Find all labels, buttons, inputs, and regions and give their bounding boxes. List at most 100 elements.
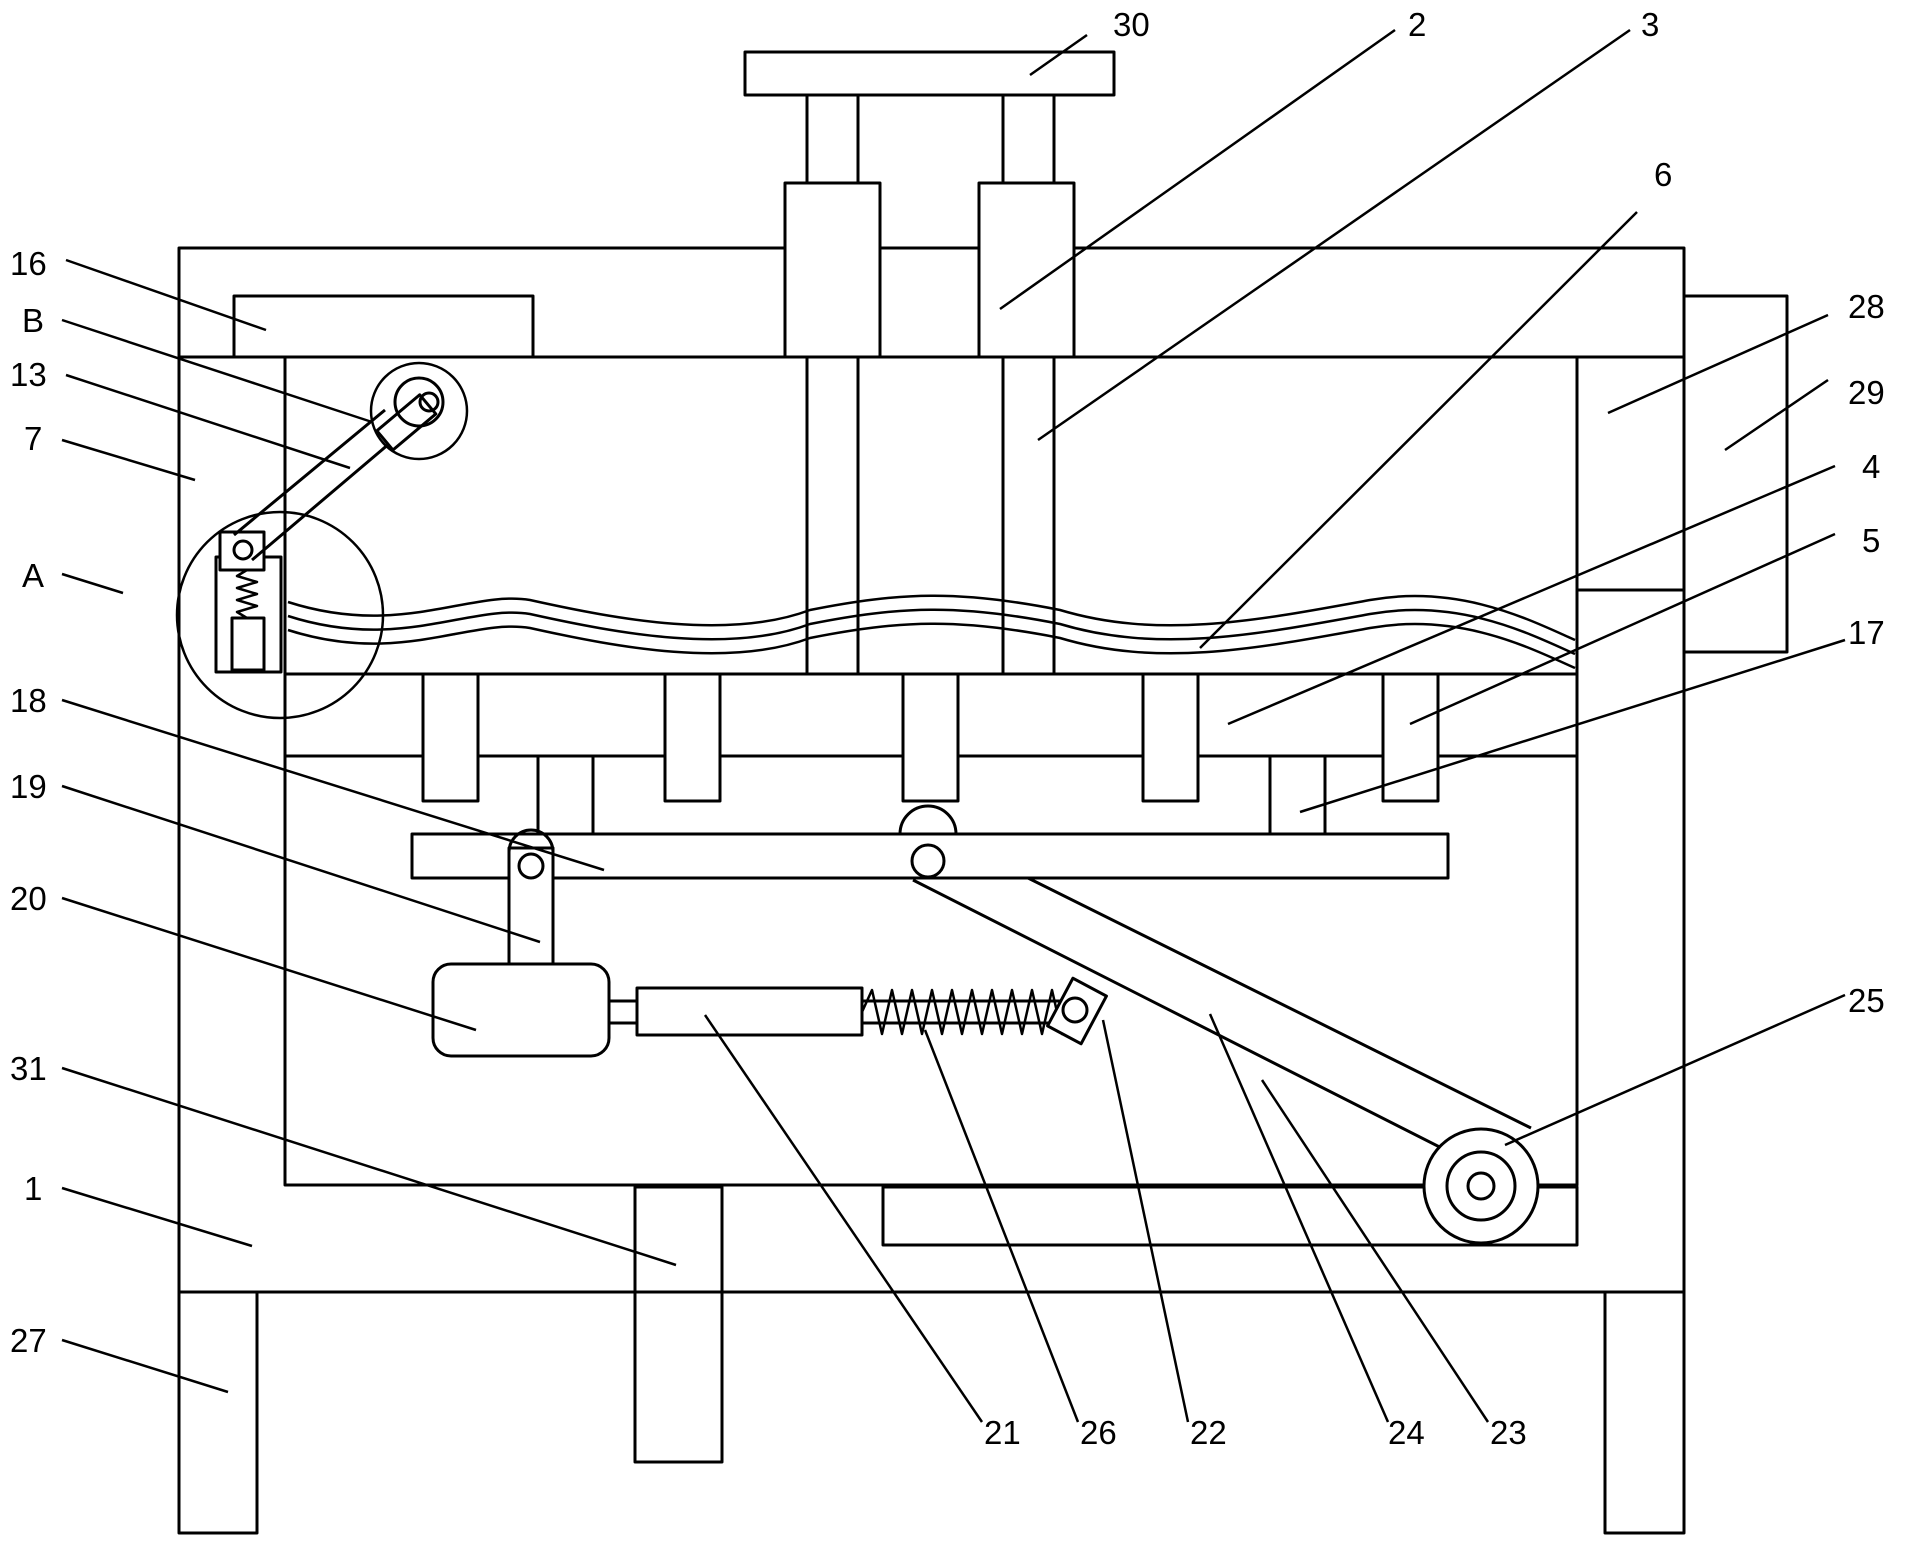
leader-23 <box>1260 1079 1490 1423</box>
roller-b-outer <box>393 376 445 428</box>
leader-3 <box>1037 28 1631 442</box>
wave-line-1 <box>287 594 1576 642</box>
callout-30: 30 <box>1113 6 1150 43</box>
press-assembly <box>743 50 1116 676</box>
leader-25 <box>1504 993 1846 1147</box>
lower-rod-left <box>805 355 860 676</box>
hinge-22 <box>1046 976 1108 1046</box>
leader-24 <box>1208 1013 1390 1423</box>
leader-17 <box>1299 638 1846 814</box>
machine-drawing <box>61 28 1846 1535</box>
callout-16: 16 <box>10 245 47 282</box>
legs <box>177 1185 1686 1535</box>
callout-29: 29 <box>1848 374 1885 411</box>
leader-16 <box>65 258 267 332</box>
callout-22: 22 <box>1190 1414 1227 1451</box>
detail-a-pin <box>232 539 254 561</box>
callout-b: B <box>22 302 44 339</box>
beam-18 <box>410 832 1450 880</box>
callout-labels: 30 2 3 6 16 B 13 7 A 18 19 20 31 1 27 28… <box>10 6 1885 1451</box>
support-17-right <box>1268 754 1327 836</box>
leader-18 <box>61 698 605 872</box>
callout-24: 24 <box>1388 1414 1425 1451</box>
leader-22 <box>1101 1019 1190 1423</box>
leg-right <box>1603 1290 1686 1535</box>
callout-13: 13 <box>10 356 47 393</box>
leg-left <box>177 1290 259 1535</box>
leader-29 <box>1724 378 1829 452</box>
tray-base <box>881 1185 1579 1247</box>
lever-23 <box>912 876 1532 1170</box>
cylinder-left <box>783 181 882 359</box>
callout-7: 7 <box>24 420 42 457</box>
leader-27 <box>61 1338 229 1394</box>
wheel-25-inner <box>1445 1150 1517 1222</box>
callout-3: 3 <box>1641 6 1659 43</box>
cylinder-right <box>977 181 1076 359</box>
beam-pivot-lug <box>898 804 958 835</box>
leader-b <box>61 318 373 424</box>
callout-28: 28 <box>1848 288 1885 325</box>
leader-19 <box>61 784 541 944</box>
link-19-top <box>507 828 555 853</box>
callout-21: 21 <box>984 1414 1021 1451</box>
link-19-pin <box>517 852 545 880</box>
leader-a <box>61 572 124 595</box>
leader-2 <box>999 28 1396 311</box>
block-16 <box>232 294 535 359</box>
tooth-1 <box>421 672 480 803</box>
callout-31: 31 <box>10 1050 47 1087</box>
leader-28 <box>1607 313 1829 415</box>
roller-b-inner <box>418 391 440 413</box>
leader-lines <box>61 28 1846 1423</box>
leader-1 <box>61 1186 253 1248</box>
lower-rod-right <box>1001 355 1056 676</box>
leader-30 <box>1029 33 1088 77</box>
support-17-left <box>536 754 595 836</box>
callout-a: A <box>22 557 44 594</box>
callout-17: 17 <box>1848 614 1885 651</box>
callout-6: 6 <box>1654 156 1672 193</box>
callout-2: 2 <box>1408 6 1426 43</box>
wheel-25-hub <box>1466 1171 1496 1201</box>
spring-26 <box>860 988 1074 1036</box>
side-box-29 <box>1682 294 1789 654</box>
tooth-5 <box>1381 672 1440 803</box>
wave-line-3 <box>287 622 1576 670</box>
motor-shaft <box>607 999 639 1025</box>
wheel-25-outer <box>1422 1127 1540 1245</box>
top-plate-30 <box>743 50 1116 97</box>
wave-line-2 <box>287 608 1576 656</box>
frame-outer <box>177 246 1686 1294</box>
callout-23: 23 <box>1490 1414 1527 1451</box>
callout-1: 1 <box>24 1170 42 1207</box>
detail-a-circle <box>175 510 385 720</box>
callout-19: 19 <box>10 768 47 805</box>
callout-5: 5 <box>1862 522 1880 559</box>
motor-20 <box>431 962 611 1058</box>
callout-4: 4 <box>1862 448 1880 485</box>
upper-rod-right <box>1001 93 1056 185</box>
callout-27: 27 <box>10 1322 47 1359</box>
leader-5 <box>1409 532 1836 726</box>
leader-4 <box>1227 464 1836 726</box>
callout-26: 26 <box>1080 1414 1117 1451</box>
wavy-sheets <box>287 594 1576 670</box>
tooth-4 <box>1141 672 1200 803</box>
detail-a-spring <box>235 568 259 620</box>
tooth-3 <box>901 672 960 803</box>
link-19 <box>507 846 555 966</box>
linkage <box>410 804 1540 1245</box>
frame <box>177 246 1789 1294</box>
leader-7 <box>61 438 196 482</box>
detail-a-slot <box>230 616 266 672</box>
leader-21 <box>703 1014 984 1423</box>
hinge-22-pin <box>1061 996 1089 1024</box>
callout-20: 20 <box>10 880 47 917</box>
detail-assembly <box>175 361 469 720</box>
beam-pivot <box>910 843 946 879</box>
leader-6 <box>1199 211 1638 649</box>
tooth-2 <box>663 672 722 803</box>
